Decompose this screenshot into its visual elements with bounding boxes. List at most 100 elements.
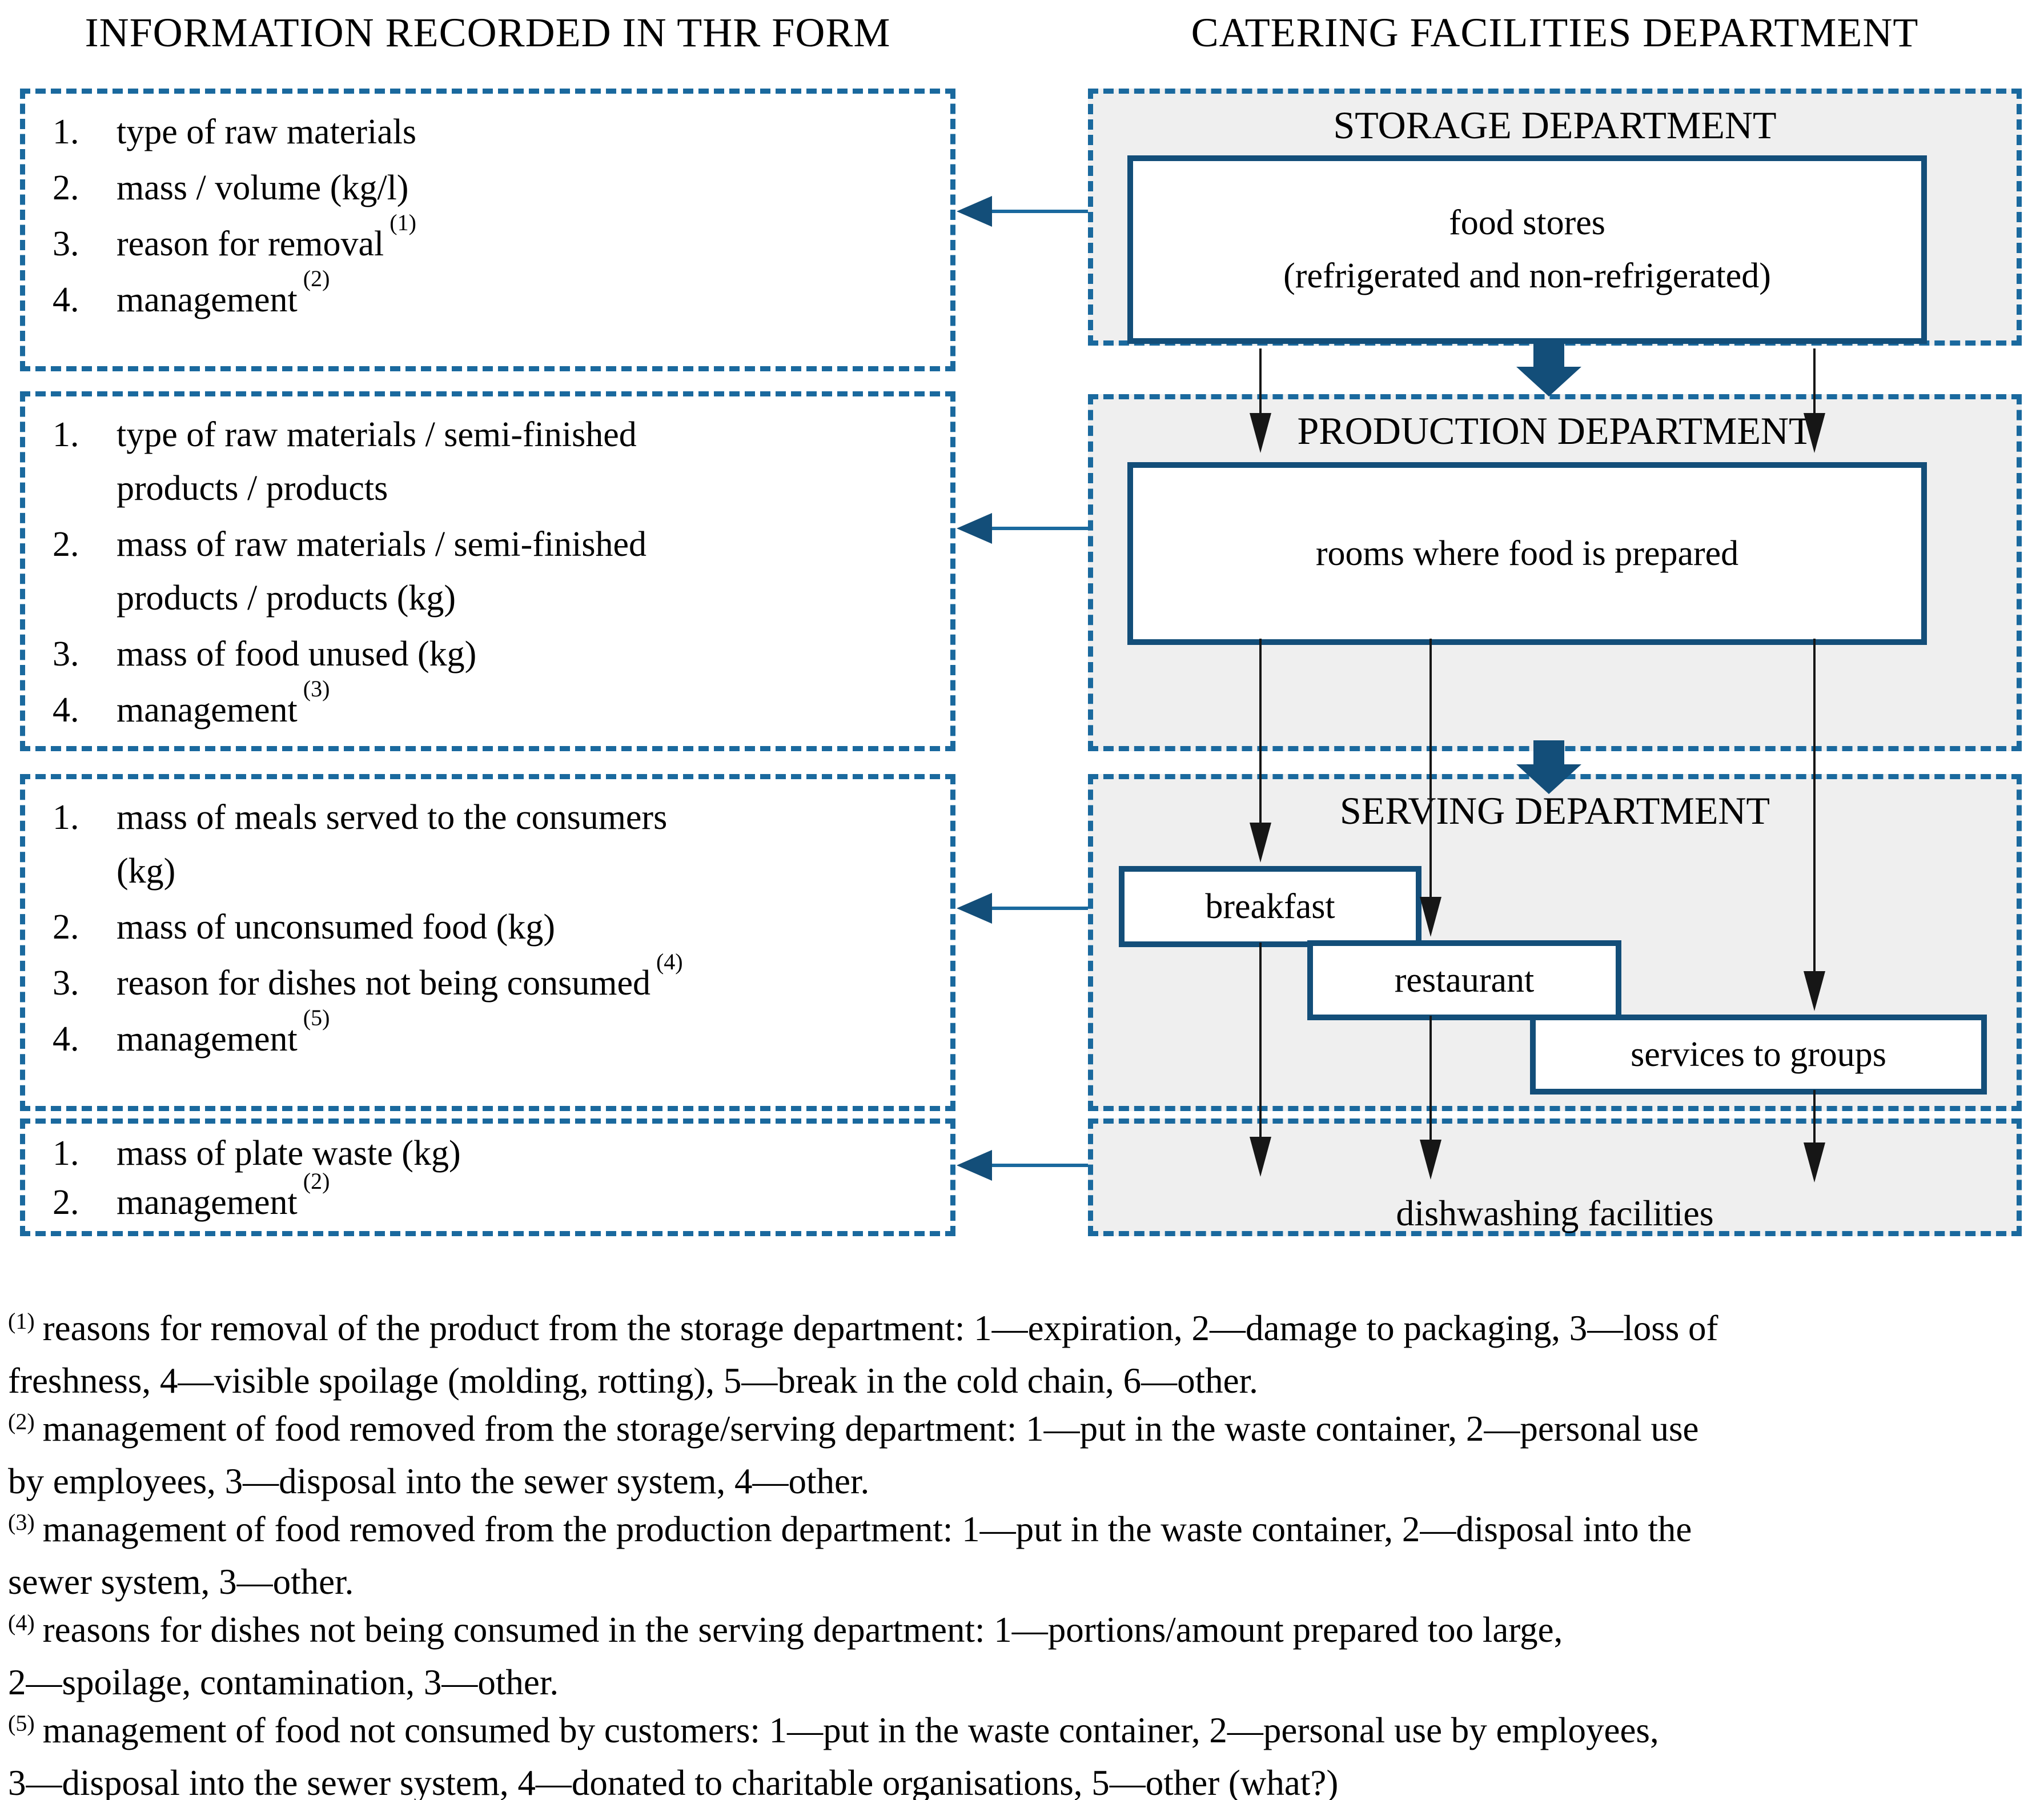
footnote-marker: (4) xyxy=(8,1610,35,1635)
list-item: 2. mass of unconsumed food (kg) xyxy=(53,900,939,954)
dishwashing-section: dishwashing facilities xyxy=(1088,1119,2022,1236)
list-item: 1. type of raw materials xyxy=(53,105,939,159)
item-text: management(5) xyxy=(117,1005,330,1059)
serving-department-title: SERVING DEPARTMENT xyxy=(1339,789,1770,832)
arrow-down-icon xyxy=(1250,413,1271,453)
left-arrow-line xyxy=(992,527,1088,530)
flow-line xyxy=(1813,1090,1816,1142)
footnote-text: reasons for dishes not being consumed in… xyxy=(8,1610,1563,1702)
thick-down-arrow-icon xyxy=(1533,740,1564,764)
footnote-marker: (1) xyxy=(8,1308,35,1334)
arrow-down-icon xyxy=(1804,971,1825,1011)
list-item: 2. mass of raw materials / semi-finished… xyxy=(53,518,939,625)
list-item: 3. mass of food unused (kg) xyxy=(53,627,939,681)
thr-form-box-serving: 1. mass of meals served to the consumers… xyxy=(20,774,955,1111)
item-number: 1. xyxy=(53,798,79,837)
item-number: 2. xyxy=(53,525,79,564)
arrow-down-icon xyxy=(1420,897,1441,937)
footnote-marker: (3) xyxy=(8,1509,35,1535)
list-item: 1. type of raw materials / semi-finished… xyxy=(53,408,939,515)
item-number: 2. xyxy=(53,169,79,207)
arrow-left-icon xyxy=(957,893,992,924)
food-preparation-rooms-box: rooms where food is prepared xyxy=(1127,462,1927,645)
item-number: 2. xyxy=(53,1183,79,1222)
thick-down-arrowhead-icon xyxy=(1516,367,1581,396)
item-text: mass of meals served to the consumers (k… xyxy=(117,798,668,891)
list-item: 3. reason for removal(1) xyxy=(53,210,939,271)
footnote-text: management of food removed from the stor… xyxy=(8,1409,1699,1501)
thick-down-arrowhead-icon xyxy=(1516,764,1581,794)
item-text: management(2) xyxy=(117,266,330,319)
flow-line xyxy=(1429,639,1432,897)
flow-line xyxy=(1813,639,1816,971)
item-text: reason for removal(1) xyxy=(117,210,416,263)
arrow-left-icon xyxy=(957,1150,992,1181)
dishwashing-facilities-label: dishwashing facilities xyxy=(1396,1193,1714,1233)
flow-line xyxy=(1259,348,1262,413)
services-to-groups-box: services to groups xyxy=(1530,1015,1987,1095)
footnote-text: management of food removed from the prod… xyxy=(8,1509,1692,1602)
arrow-left-icon xyxy=(957,513,992,544)
item-text: mass of raw materials / semi-finished pr… xyxy=(117,525,647,618)
arrow-down-icon xyxy=(1804,1142,1825,1182)
arrow-down-icon xyxy=(1804,413,1825,453)
item-text: management(3) xyxy=(117,676,330,729)
thr-form-box-dishwashing: 1. mass of plate waste (kg) 2. managemen… xyxy=(20,1119,955,1236)
list-item: 4. management(2) xyxy=(53,266,939,327)
footnote-marker: (2) xyxy=(8,1409,35,1434)
item-number: 4. xyxy=(53,1020,79,1059)
list-item: 1. mass of meals served to the consumers… xyxy=(53,791,939,898)
restaurant-box: restaurant xyxy=(1307,940,1621,1020)
breakfast-box: breakfast xyxy=(1119,866,1421,947)
flow-line xyxy=(1429,1016,1432,1140)
footnote: (3)management of food removed from the p… xyxy=(8,1505,2034,1606)
footnote-ref: (4) xyxy=(656,949,683,975)
arrow-down-icon xyxy=(1250,1137,1271,1177)
list-item: 4. management(3) xyxy=(53,676,939,737)
production-department-title: PRODUCTION DEPARTMENT xyxy=(1297,409,1813,452)
footnote-ref: (1) xyxy=(389,210,416,236)
thick-down-arrow-icon xyxy=(1533,343,1564,367)
list-item: 2. management(2) xyxy=(53,1168,939,1226)
list-item: 4. management(5) xyxy=(53,1005,939,1066)
item-number: 1. xyxy=(53,415,79,454)
item-text: type of raw materials / semi-finished pr… xyxy=(117,415,637,508)
item-number: 3. xyxy=(53,964,79,1003)
footnote: (1)reasons for removal of the product fr… xyxy=(8,1304,2034,1405)
left-arrow-line xyxy=(992,210,1088,213)
arrow-down-icon xyxy=(1420,1140,1441,1180)
arrow-down-icon xyxy=(1250,823,1271,863)
production-department-section: PRODUCTION DEPARTMENT rooms where food i… xyxy=(1088,394,2022,751)
item-number: 3. xyxy=(53,635,79,674)
footnote-text: reasons for removal of the product from … xyxy=(8,1308,1718,1401)
footnote: (4)reasons for dishes not being consumed… xyxy=(8,1606,2034,1706)
thr-form-box-production: 1. type of raw materials / semi-finished… xyxy=(20,391,955,751)
footnote-ref: (2) xyxy=(303,266,330,292)
item-text: management(2) xyxy=(117,1168,330,1222)
arrow-left-icon xyxy=(957,196,992,227)
flow-line xyxy=(1259,639,1262,823)
item-text: mass of food unused (kg) xyxy=(117,635,477,674)
thr-form-box-storage: 1. type of raw materials 2. mass / volum… xyxy=(20,89,955,371)
footnotes: (1)reasons for removal of the product fr… xyxy=(8,1304,2034,1800)
item-number: 2. xyxy=(53,908,79,947)
item-text: mass / volume (kg/l) xyxy=(117,169,409,207)
item-number: 1. xyxy=(53,113,79,151)
storage-department-section: STORAGE DEPARTMENT food stores (refriger… xyxy=(1088,89,2022,346)
right-column-title: CATERING FACILITIES DEPARTMENT xyxy=(1191,10,1919,55)
food-stores-box: food stores (refrigerated and non-refrig… xyxy=(1127,155,1927,344)
storage-department-title: STORAGE DEPARTMENT xyxy=(1333,103,1777,147)
flow-line xyxy=(1259,943,1262,1137)
list-item: 3. reason for dishes not being consumed(… xyxy=(53,949,939,1010)
footnote-marker: (5) xyxy=(8,1710,35,1736)
left-arrow-line xyxy=(992,1164,1088,1167)
list-item: 1. mass of plate waste (kg) xyxy=(53,1129,939,1177)
list-item: 2. mass / volume (kg/l) xyxy=(53,161,939,215)
footnote-ref: (2) xyxy=(303,1168,330,1194)
item-text: mass of unconsumed food (kg) xyxy=(117,908,555,947)
footnote-text: management of food not consumed by custo… xyxy=(8,1710,1659,1800)
footnote-ref: (5) xyxy=(303,1005,330,1031)
item-text: reason for dishes not being consumed(4) xyxy=(117,949,683,1003)
footnote: (5)management of food not consumed by cu… xyxy=(8,1706,2034,1800)
